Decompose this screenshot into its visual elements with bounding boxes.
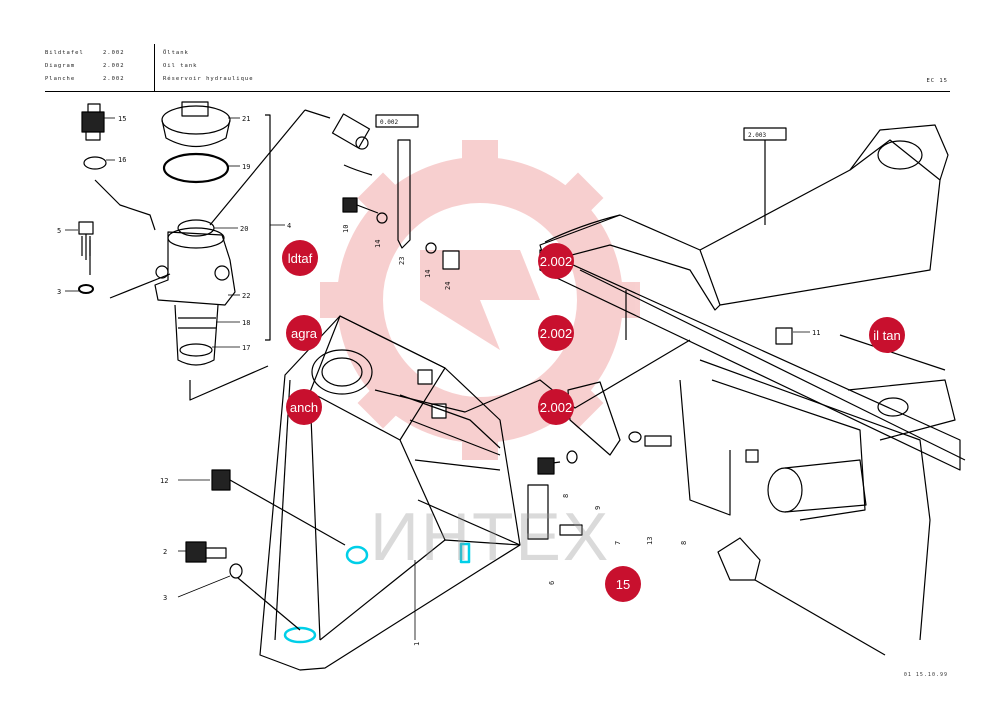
callout-number: 14	[374, 240, 382, 248]
badge-label: 15	[615, 576, 631, 592]
header-code: 2.002	[103, 50, 125, 56]
callout-number: 1	[413, 642, 421, 646]
callout-number: 2	[163, 548, 167, 556]
callout-number: 19	[242, 163, 250, 171]
watermark-gear-logo	[320, 140, 640, 460]
header-label: Planche	[45, 76, 76, 82]
hotspot-badge[interactable]: 2.002	[538, 389, 574, 425]
callout-number: 17	[242, 344, 250, 352]
badge-label: 2.002	[539, 253, 573, 269]
callout-leaders	[65, 117, 810, 640]
header-code: 2.002	[103, 63, 125, 69]
hotspot-badge[interactable]: 2.002	[538, 315, 574, 351]
callout-number: 8	[562, 494, 570, 498]
filter-assembly	[78, 101, 271, 401]
callout-number: 8	[680, 541, 688, 545]
sensor-and-dipstick	[209, 109, 460, 270]
header-title: Oil tank	[163, 63, 198, 69]
header-code: 2.002	[103, 76, 125, 82]
callout-number: 7	[614, 541, 622, 545]
callout-numbers: 15 16 5 3 21 19 20 4 22 18 17 10 14 23 1…	[57, 115, 820, 646]
callout-number: 15	[118, 115, 126, 123]
watermark-text: ИНТЕХ	[370, 499, 611, 575]
callout-number: 4	[287, 222, 291, 230]
badge-label: ldtaf	[287, 250, 313, 266]
header-titles: Öltank Oil tank Réservoir hydraulique	[163, 47, 254, 86]
badge-label: il tan	[873, 327, 901, 343]
header-label: Diagram	[45, 63, 76, 69]
oil-tank-body	[185, 315, 691, 671]
hotspot-badge[interactable]: 15	[605, 566, 641, 602]
hotspot-badge[interactable]: ldtaf	[282, 240, 318, 276]
callout-number: 10	[342, 225, 350, 233]
callout-number: 3	[57, 288, 61, 296]
callout-number: 14	[424, 270, 432, 278]
callout-number: 13	[646, 537, 654, 545]
hotspot-badge[interactable]: agra	[286, 315, 322, 351]
header-rule	[45, 91, 950, 92]
ref-box-label: 0.002	[380, 119, 398, 126]
hotspot-badge[interactable]: 2.002	[538, 243, 574, 279]
callout-number: 22	[242, 292, 250, 300]
header-labels: Bildtafel Diagram Planche	[45, 47, 84, 86]
callout-number: 3	[163, 594, 167, 602]
footer-code: 01 15.10.99	[903, 672, 948, 678]
page-reference: EC 15	[926, 78, 948, 84]
callout-number: 6	[548, 581, 556, 585]
badge-label: 2.002	[539, 325, 573, 341]
ref-box-label: 2.003	[748, 132, 766, 139]
header-title: Réservoir hydraulique	[163, 76, 254, 82]
header-divider	[154, 44, 155, 92]
hotspot-badge[interactable]: anch	[286, 389, 322, 425]
hotspot-badge[interactable]: il tan	[869, 317, 905, 353]
callout-number: 23	[398, 257, 406, 265]
header-title: Öltank	[163, 50, 189, 56]
callout-number: 9	[594, 506, 602, 510]
badge-label: 2.002	[539, 399, 573, 415]
callout-number: 16	[118, 156, 126, 164]
callout-number: 11	[812, 329, 820, 337]
callout-number: 21	[242, 115, 250, 123]
header-label: Bildtafel	[45, 50, 84, 56]
callout-number: 18	[242, 319, 250, 327]
badge-label: agra	[290, 325, 318, 341]
header-codes: 2.002 2.002 2.002	[103, 47, 125, 86]
callout-number: 20	[240, 225, 248, 233]
callout-number: 12	[160, 477, 168, 485]
callout-number: 24	[444, 282, 452, 290]
callout-number: 5	[57, 227, 61, 235]
badge-label: anch	[289, 399, 319, 415]
